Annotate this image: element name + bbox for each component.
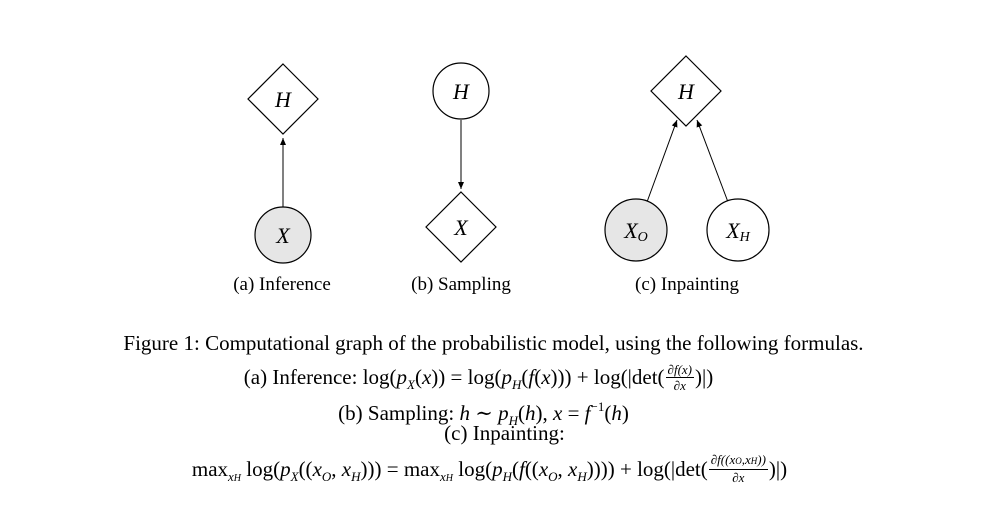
computational-graph-figure: H X (a) Inference H X (b) Sampling H XO … (233, 55, 770, 295)
inpainting-xh-label: XH (725, 218, 750, 245)
inference-h-node (247, 63, 319, 135)
inpainting-xh-base: X (725, 218, 741, 243)
inpainting-xh-node (706, 198, 770, 262)
inpainting-formula: maxxH log(pX((xO, xH))) = maxxH log(pH(f… (191, 452, 788, 485)
sampling-caption: (b) Sampling (411, 274, 511, 295)
inpainting-xh-sub: H (739, 230, 751, 245)
inpainting-formula-label: (c) Inpainting: (444, 421, 565, 445)
sampling-formula-label: (b) Sampling: (338, 401, 455, 425)
sampling-h-label: H (452, 79, 470, 104)
figure-caption-title: Figure 1: Computational graph of the pro… (123, 331, 864, 355)
inference-x-node (254, 206, 312, 264)
inference-caption: (a) Inference (233, 274, 331, 295)
inference-h-label: H (274, 87, 292, 112)
inference-x-label: X (275, 223, 291, 248)
inference-graph: H X (a) Inference (233, 63, 331, 295)
inference-formula: (a) Inference: log(pX(x)) = log(pH(f(x))… (243, 362, 714, 393)
inpainting-graph: H XO XH (c) Inpainting (604, 55, 770, 295)
sampling-h-node (432, 62, 490, 120)
inpainting-h-node (650, 55, 722, 127)
inpainting-edge-left (646, 119, 678, 203)
inpainting-xo-node (604, 198, 668, 262)
inpainting-edge-right (696, 119, 729, 203)
sampling-x-node (425, 191, 497, 263)
inpainting-xo-sub: O (638, 230, 648, 245)
inference-formula-label: (a) Inference: (243, 365, 358, 389)
sampling-formula: (b) Sampling: h ∼ pH(h), x = f−1(h) (338, 399, 629, 428)
inpainting-xo-base: X (623, 218, 639, 243)
inpainting-caption: (c) Inpainting (635, 274, 739, 295)
sampling-x-label: X (453, 215, 469, 240)
sampling-graph: H X (b) Sampling (411, 62, 511, 295)
inpainting-h-label: H (677, 79, 695, 104)
inpainting-xo-label: XO (623, 218, 648, 245)
